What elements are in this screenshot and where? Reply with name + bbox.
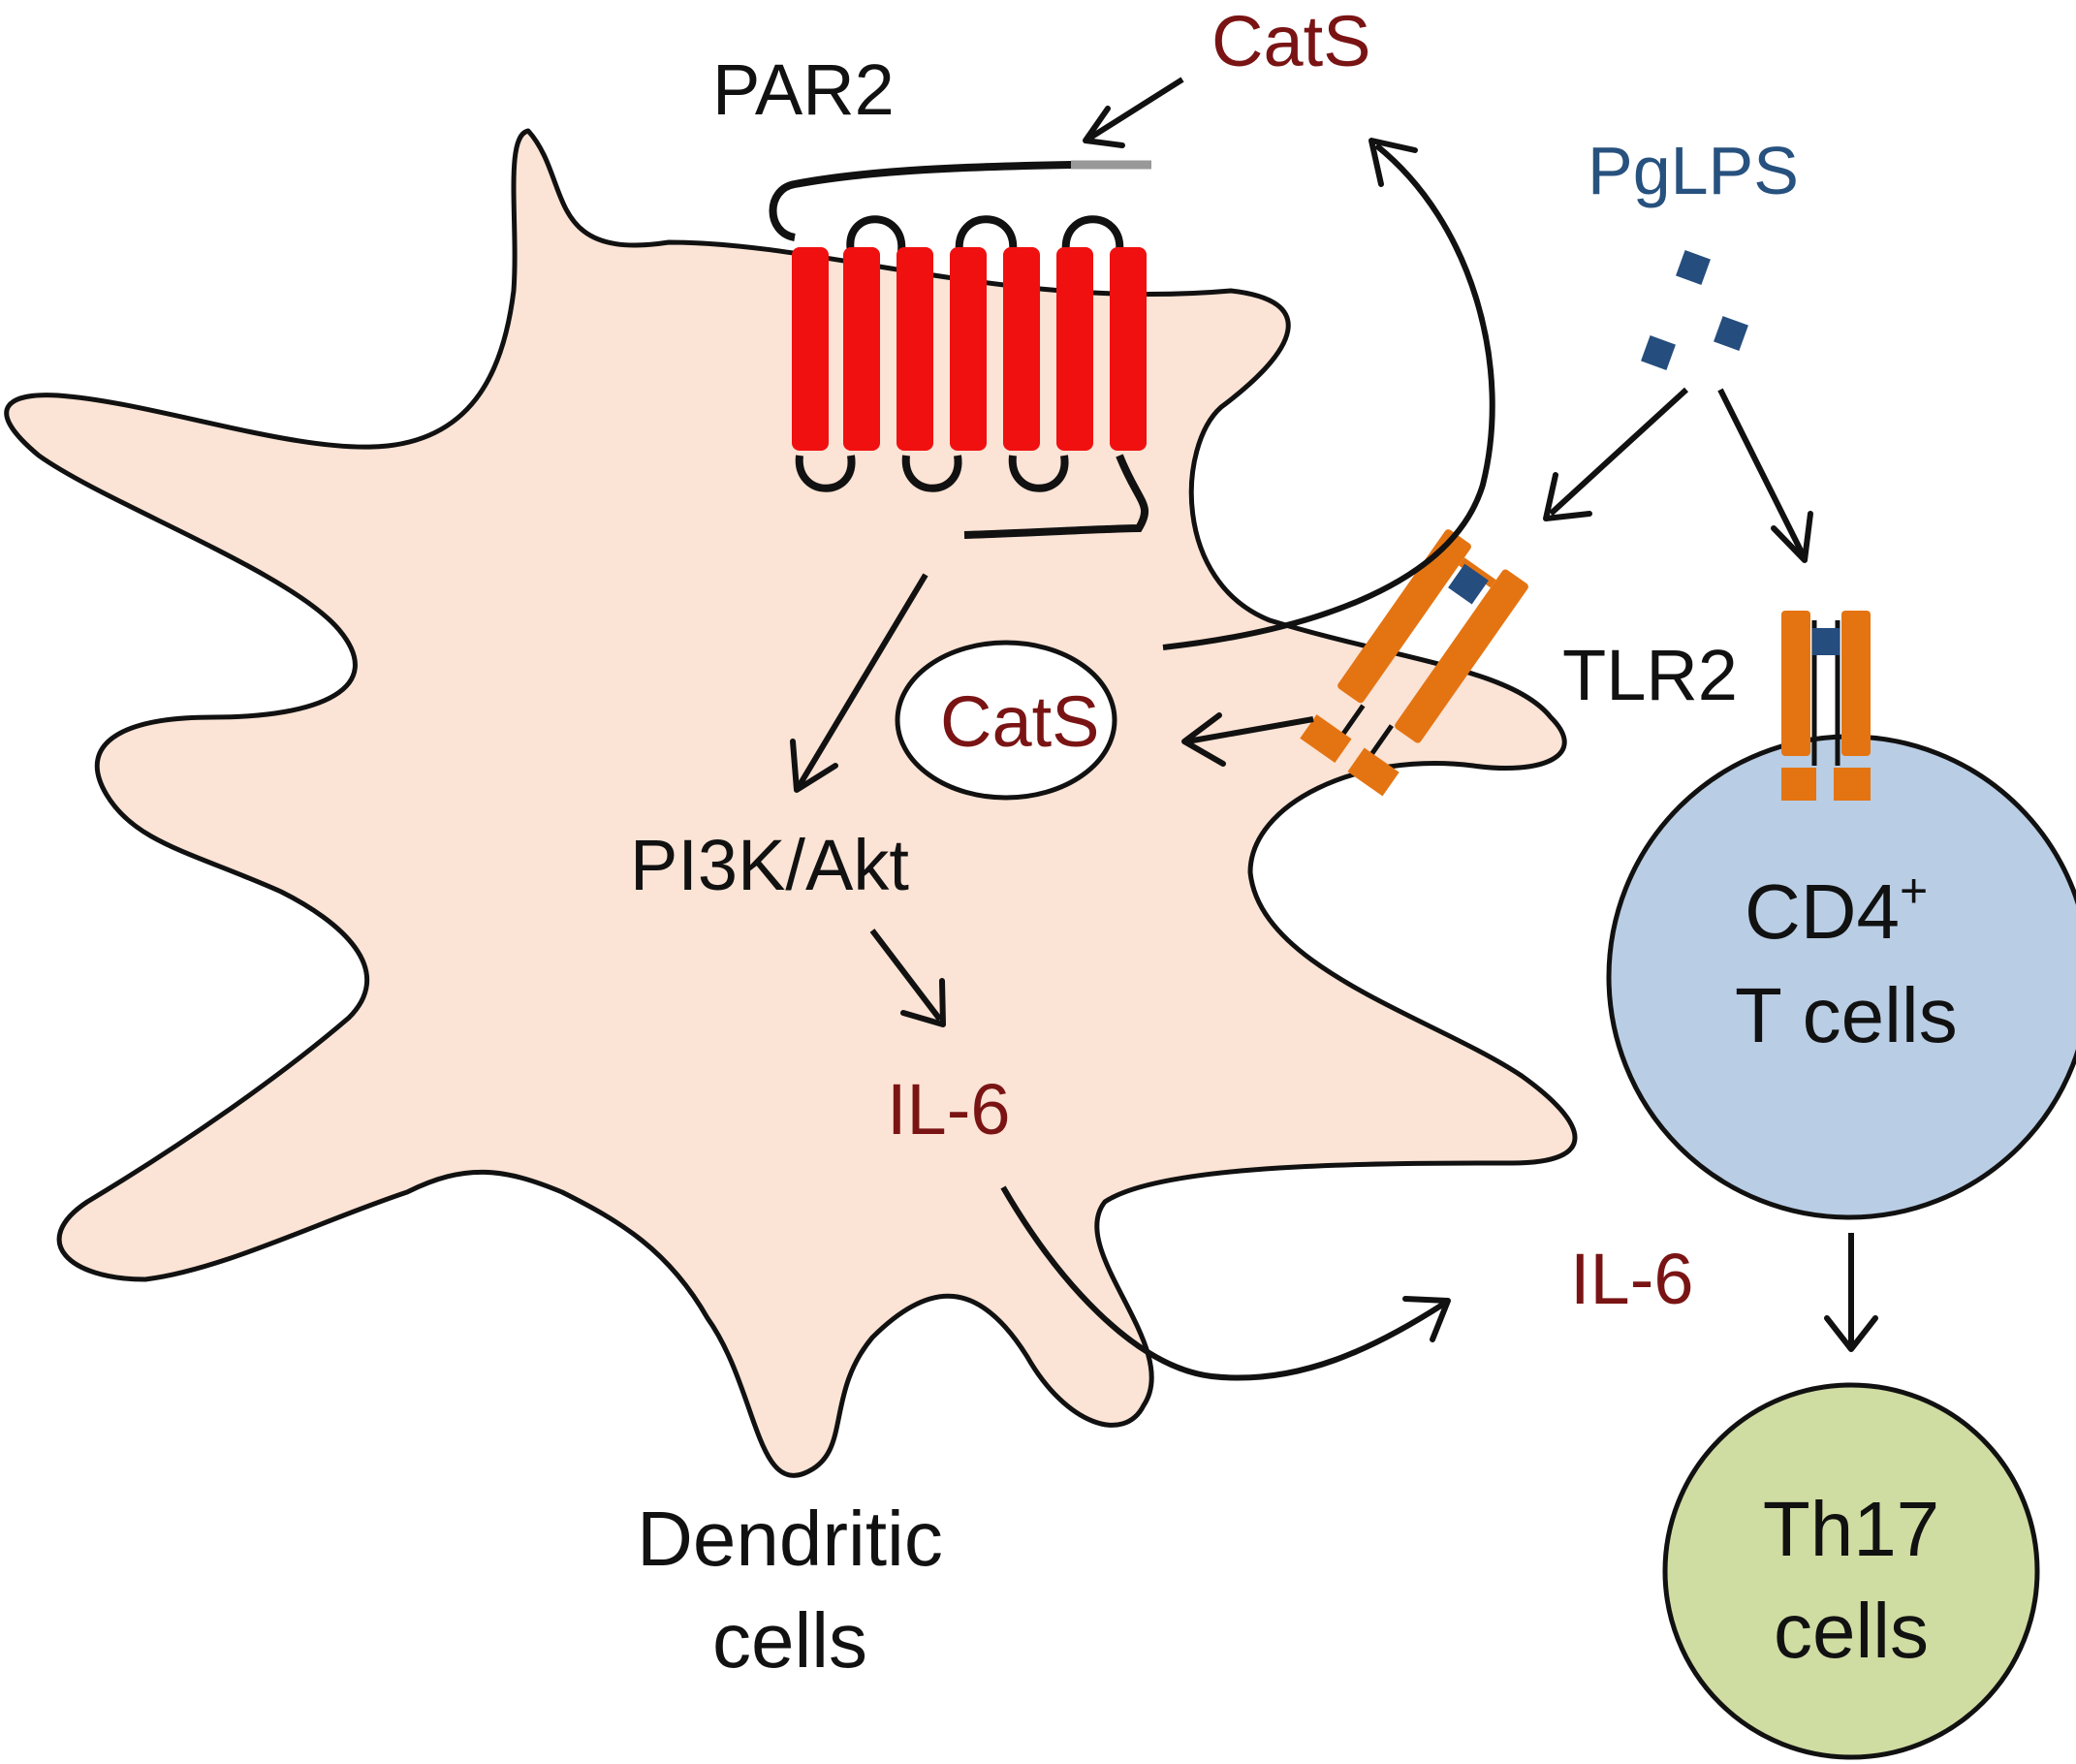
cats-vesicle [895, 640, 1117, 801]
par2-label: PAR2 [712, 49, 895, 130]
arrow-cats-secretion [1162, 138, 1495, 650]
par2-receptor [769, 160, 1151, 539]
arrow-il6-secretion [1000, 1185, 1451, 1381]
cd4-label-text: CD4 [1745, 868, 1900, 955]
arrow-pi3k-to-il6 [869, 929, 946, 1027]
cats-extracellular-label: CatS [1211, 1, 1371, 81]
arrow-cats-to-par2 [1083, 77, 1184, 148]
pglps-particles [1641, 250, 1748, 370]
arrow-pglps-to-tlr2-tcell [1717, 388, 1813, 563]
th17-cell [1662, 1382, 2040, 1760]
arrow-tlr2-to-cats [1181, 712, 1314, 767]
dendritic-cell-body [4, 128, 1578, 1478]
tlr2-label: TLR2 [1562, 635, 1738, 715]
th17-label: Th17 [1763, 1486, 1939, 1572]
dendritic-cells-label: cells [712, 1597, 867, 1684]
t-cells-label: T cells [1735, 972, 1958, 1058]
arrow-par2-to-pi3k [790, 573, 928, 793]
cd4-superscript: + [1900, 864, 1928, 918]
pglps-label: PgLPS [1588, 133, 1799, 208]
il6-extracellular-label: IL-6 [1570, 1239, 1694, 1319]
cd4-label: CD4+ [1745, 864, 1928, 955]
tlr2-receptor-dendritic [1300, 529, 1528, 797]
tlr2-receptor-tcell [1781, 611, 1871, 801]
arrow-tcell-to-th17 [1824, 1233, 1878, 1352]
il6-intracellular-label: IL-6 [887, 1069, 1011, 1150]
th17-cells-label: cells [1774, 1588, 1929, 1674]
cats-intracellular-label: CatS [940, 681, 1100, 762]
dendritic-label: Dendritic [637, 1496, 943, 1582]
pi3k-akt-label: PI3K/Akt [630, 825, 909, 905]
arrow-pglps-to-tlr2-dc [1543, 387, 1689, 521]
